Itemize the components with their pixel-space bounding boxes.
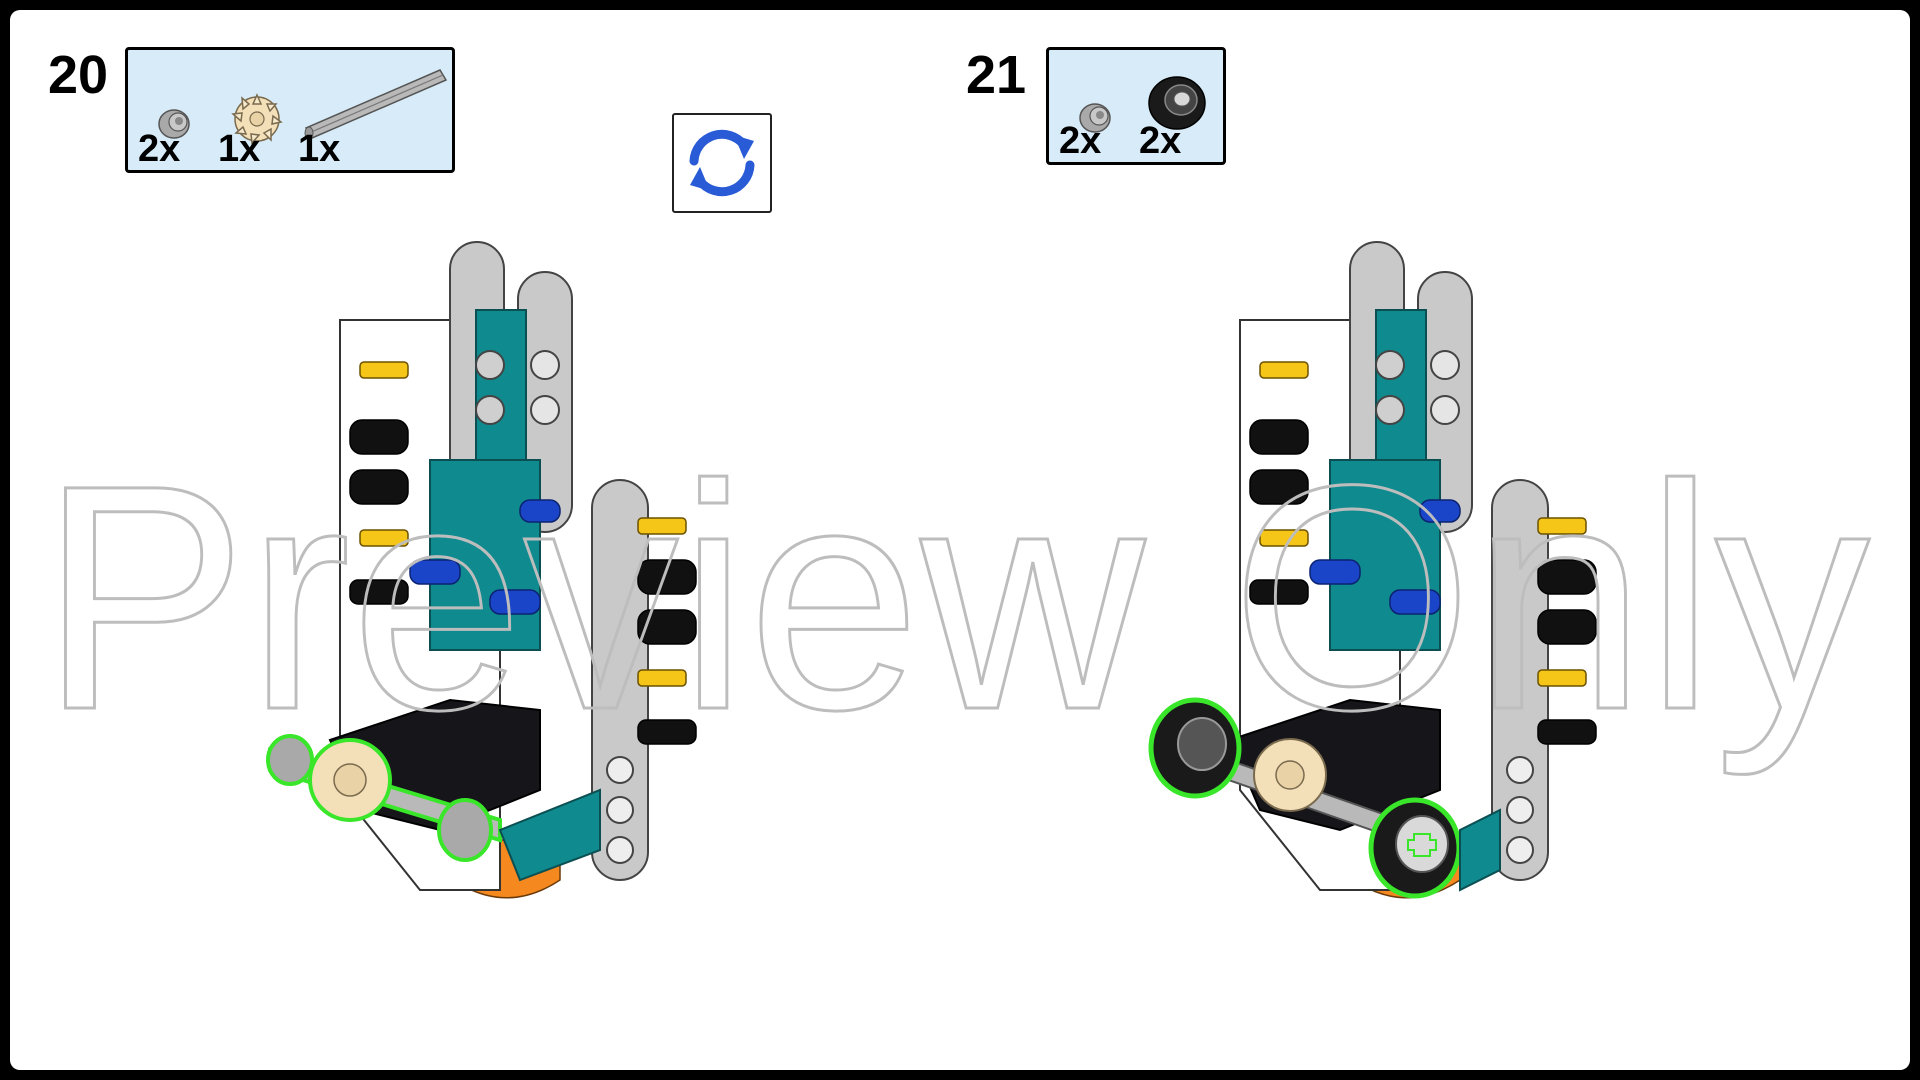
- black-pins: [1249, 419, 1597, 745]
- rotate-model-icon: [689, 129, 755, 197]
- step-number-21: 21: [966, 45, 1027, 105]
- new-parts-highlight: [266, 734, 502, 862]
- teal-connector: [429, 459, 541, 651]
- step-number-20: 20: [48, 45, 109, 105]
- teal-connector: [1329, 459, 1441, 651]
- yellow-pins: [359, 361, 687, 687]
- part-qty: 2x: [138, 128, 181, 170]
- part-qty: 1x: [298, 128, 341, 170]
- part-qty: 1x: [218, 128, 261, 170]
- yellow-pins: [1259, 361, 1587, 687]
- bevel-gear-icon: [231, 93, 283, 145]
- bush-icon: [1079, 103, 1111, 133]
- blue-pins: [409, 499, 561, 615]
- part-qty: 2x: [1059, 120, 1102, 162]
- bush-icon: [158, 109, 190, 139]
- tire-icon: [1148, 76, 1206, 130]
- parts-callout-step-21: 2x 2x: [1046, 47, 1226, 165]
- model-step-21: [1148, 241, 1597, 899]
- part-qty: 2x: [1139, 120, 1182, 162]
- instruction-page: 20 2x 1x 1x: [10, 10, 1910, 1070]
- new-parts-highlight: [1148, 697, 1462, 899]
- model-step-20: [266, 241, 697, 899]
- blue-pins: [1309, 499, 1461, 615]
- parts-callout-step-20: 2x 1x 1x: [125, 47, 455, 173]
- rotate-model-button: [672, 113, 772, 213]
- black-pins: [349, 419, 697, 745]
- axle-icon: [304, 69, 448, 140]
